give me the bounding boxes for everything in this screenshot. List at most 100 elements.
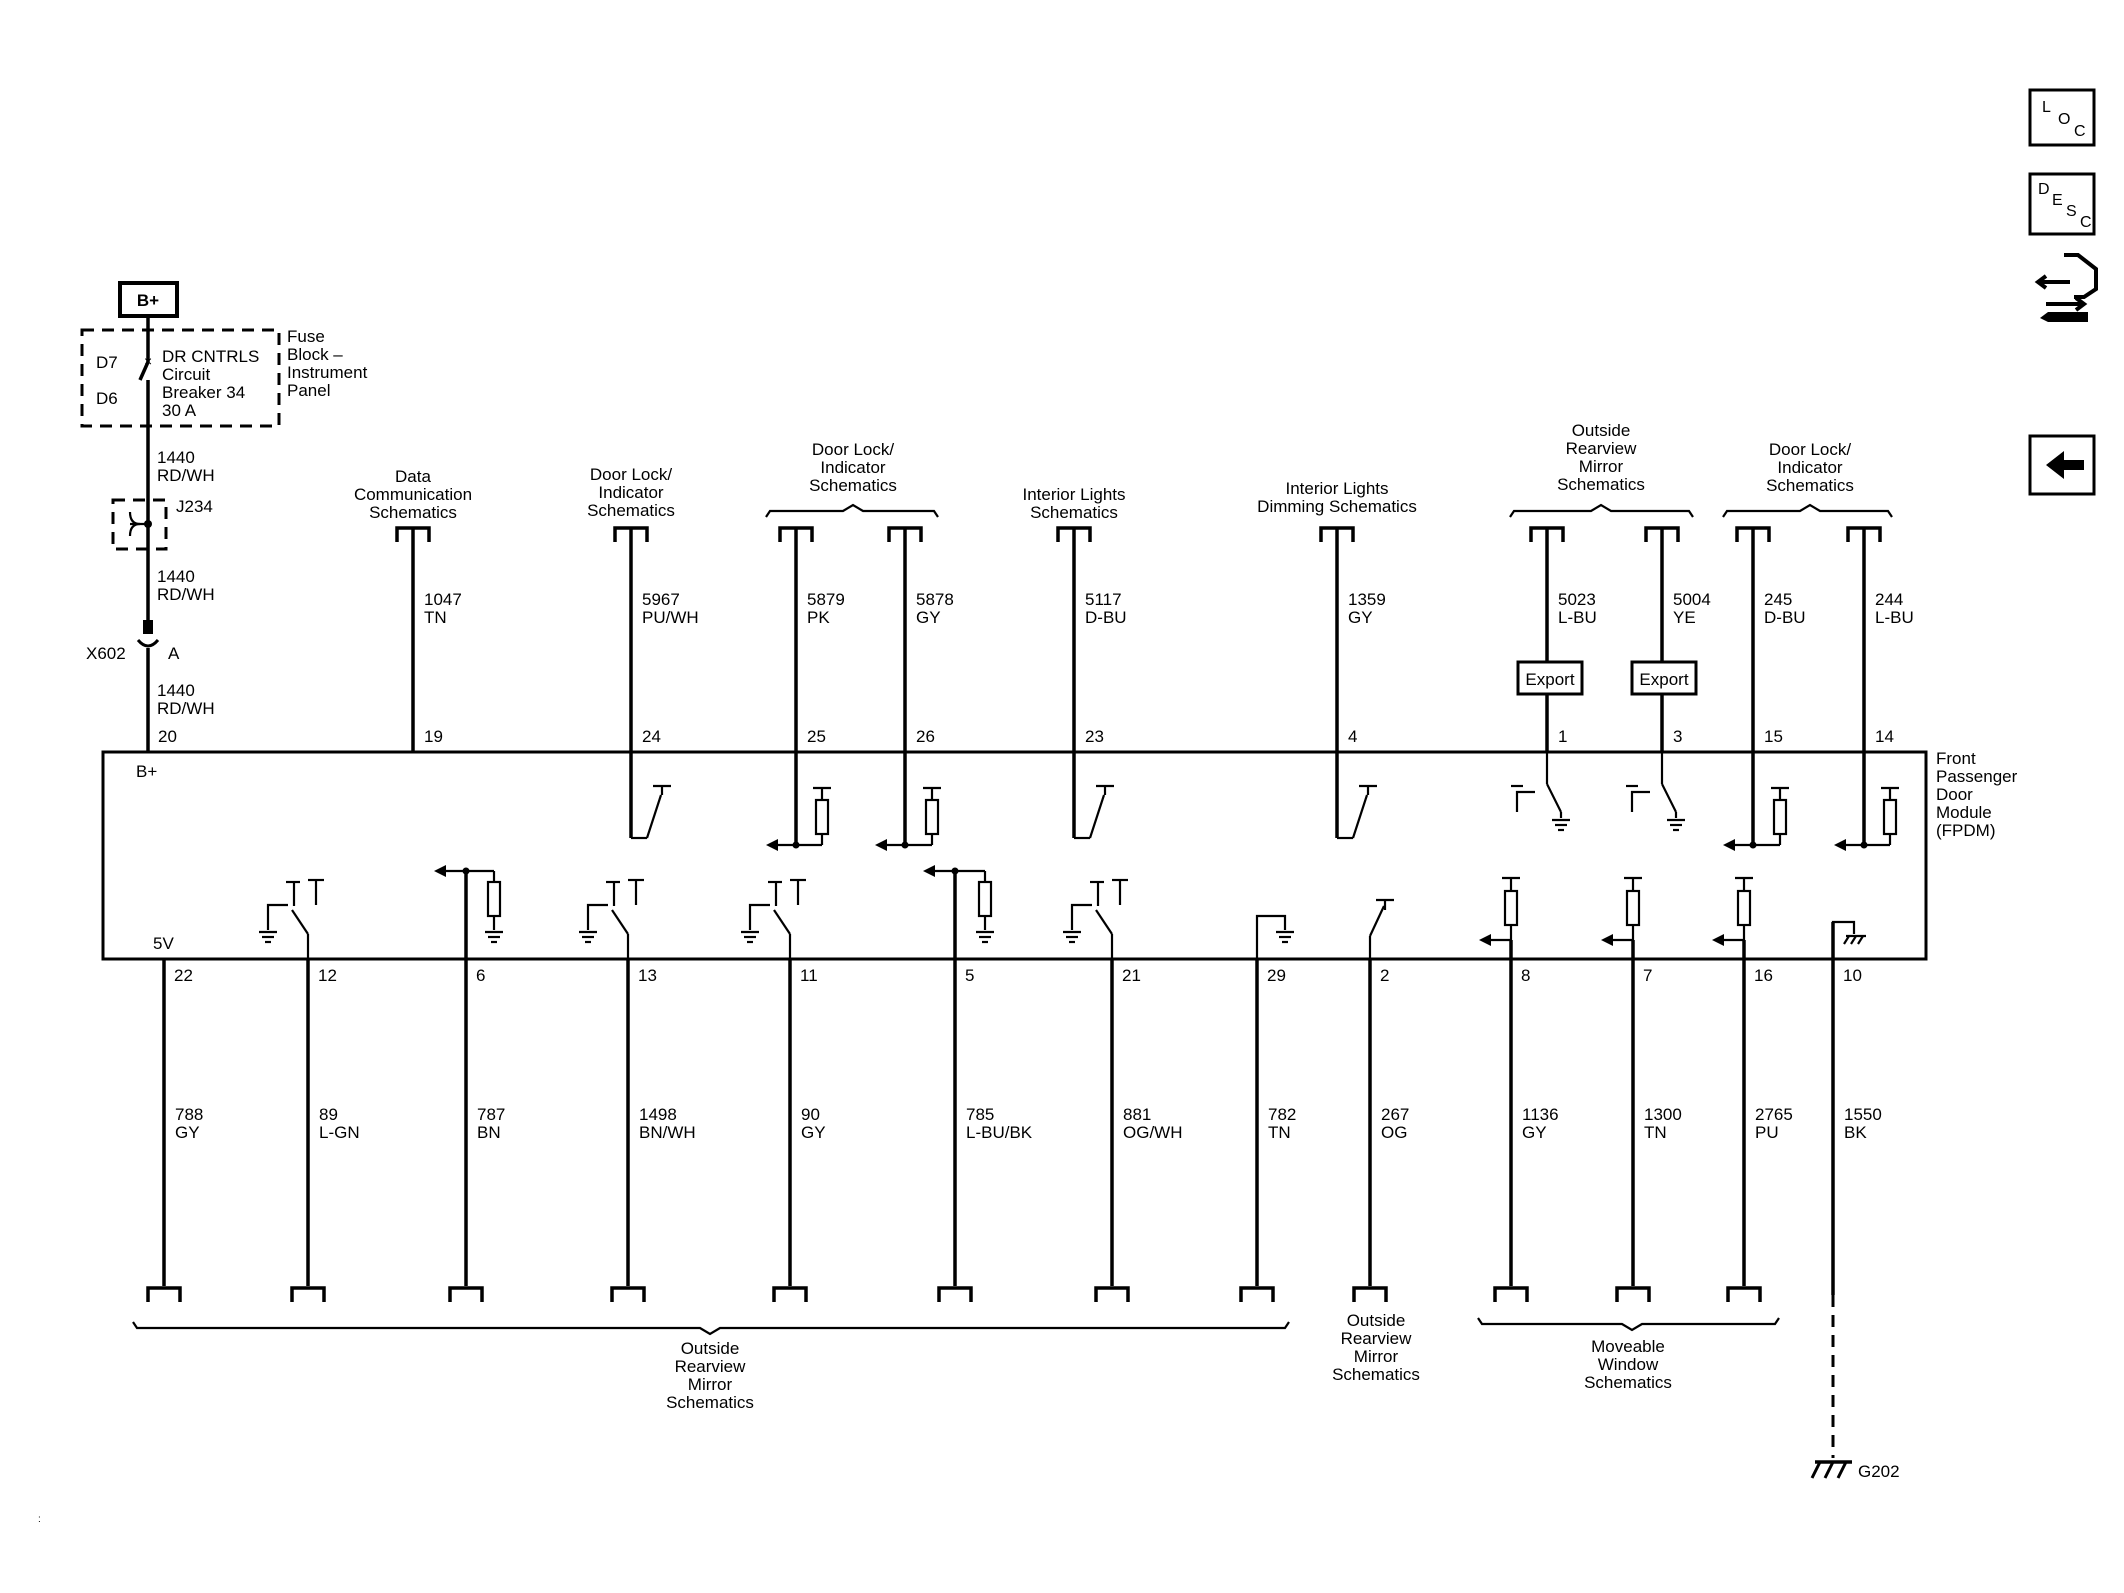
bottom-circuit-number: 788 — [175, 1105, 203, 1124]
bottom-pin-number: 5 — [965, 966, 974, 985]
module-name-3: Door — [1936, 785, 1973, 804]
svg-text:Moveable: Moveable — [1591, 1337, 1665, 1356]
top-circuit-number: 245 — [1764, 590, 1792, 609]
svg-text:Rearview: Rearview — [1341, 1329, 1413, 1348]
bottom-wire-color: GY — [801, 1123, 826, 1142]
breaker-label-3: Breaker 34 — [162, 383, 245, 402]
bottom-wire-color: BK — [1844, 1123, 1867, 1142]
top-group-interior-dimming: Interior Lights Dimming Schematics — [1257, 479, 1417, 516]
desc-button[interactable]: D E S C — [2028, 172, 2096, 236]
svg-text:Schematics: Schematics — [1332, 1365, 1420, 1384]
svg-text:Rearview: Rearview — [1566, 439, 1638, 458]
top-circuit-number: 5879 — [807, 590, 845, 609]
bottom-pin-number: 10 — [1843, 966, 1862, 985]
bottom-wire-color: L-BU/BK — [966, 1123, 1033, 1142]
top-group-interior-lights: Interior Lights Schematics — [1023, 485, 1126, 522]
export-box-label: Export — [1639, 670, 1688, 689]
bottom-group-outside-mirror: Outside Rearview Mirror Schematics — [666, 1339, 754, 1412]
power-source-label: B+ — [137, 291, 159, 310]
top-group-door-lock-3: Door Lock/ Indicator Schematics — [1722, 440, 1893, 518]
bottom-circuit-number: 782 — [1268, 1105, 1296, 1124]
supply-circuit-3: 1440 — [157, 681, 195, 700]
svg-text:Schematics: Schematics — [369, 503, 457, 522]
svg-text:D: D — [2038, 181, 2050, 198]
svg-text:Rearview: Rearview — [675, 1357, 747, 1376]
bottom-wire-color: OG — [1381, 1123, 1407, 1142]
svg-text:Door Lock/: Door Lock/ — [1769, 440, 1851, 459]
top-pin-20: 20 — [158, 727, 177, 746]
fuse-pin-bottom: D6 — [96, 389, 118, 408]
connector-label: X602 — [86, 644, 126, 663]
fuse-block-outline — [80, 328, 281, 428]
bottom-wires: 22788GY1289L-GN6787BN131498BN/WH1190GY57… — [146, 922, 1882, 1302]
top-wire-color: GY — [916, 608, 941, 627]
top-wire-color: YE — [1673, 608, 1696, 627]
bottom-wire-color: PU — [1755, 1123, 1779, 1142]
bottom-pin-number: 2 — [1380, 966, 1389, 985]
breaker-label-1: DR CNTRLS — [162, 347, 259, 366]
svg-text:Data: Data — [395, 467, 431, 486]
top-circuit-number: 5117 — [1085, 590, 1122, 609]
bottom-circuit-number: 787 — [477, 1105, 505, 1124]
bottom-pin-number: 11 — [800, 966, 818, 985]
bottom-pin-number: 16 — [1754, 966, 1773, 985]
supply-color-1: RD/WH — [157, 466, 215, 485]
ground-label: G202 — [1858, 1462, 1900, 1481]
bottom-circuit-number: 89 — [319, 1105, 338, 1124]
bottom-group-moveable-window: Moveable Window Schematics — [1584, 1337, 1672, 1392]
top-group-outside-mirror: Outside Rearview Mirror Schematics — [1509, 421, 1694, 518]
top-wire-color: TN — [424, 608, 447, 627]
fuse-block-label-3: Instrument — [287, 363, 368, 382]
svg-text:Outside: Outside — [1572, 421, 1631, 440]
bottom-circuit-number: 2765 — [1755, 1105, 1793, 1124]
fuse-block-label-1: Fuse — [287, 327, 325, 346]
bottom-circuit-number: 1136 — [1522, 1105, 1559, 1124]
svg-text:C: C — [2080, 214, 2092, 231]
connector-tool-icon[interactable] — [2034, 253, 2098, 322]
fuse-block-label-2: Block – — [287, 345, 343, 364]
bottom-pin-number: 12 — [318, 966, 337, 985]
svg-text:Schematics: Schematics — [809, 476, 897, 495]
top-wire-color: L-BU — [1875, 608, 1914, 627]
svg-text:Mirror: Mirror — [688, 1375, 733, 1394]
svg-text:Indicator: Indicator — [820, 458, 886, 477]
top-pin-number: 14 — [1875, 727, 1894, 746]
bottom-pin-number: 29 — [1267, 966, 1286, 985]
bottom-circuit-number: 1498 — [639, 1105, 677, 1124]
bottom-wire-color: TN — [1644, 1123, 1667, 1142]
module-name-1: Front — [1936, 749, 1976, 768]
svg-text:S: S — [2066, 203, 2077, 220]
svg-text:Interior Lights: Interior Lights — [1286, 479, 1389, 498]
loc-button[interactable]: L O C — [2028, 88, 2096, 147]
top-circuit-number: 5004 — [1673, 590, 1711, 609]
back-arrow-button[interactable] — [2028, 434, 2096, 496]
top-wire-color: D-BU — [1764, 608, 1806, 627]
bottom-circuit-number: 267 — [1381, 1105, 1409, 1124]
module-name-4: Module — [1936, 803, 1992, 822]
svg-text:E: E — [2052, 192, 2063, 209]
svg-text:Mirror: Mirror — [1354, 1347, 1399, 1366]
connector-x602 — [136, 620, 160, 648]
top-wire-color: D-BU — [1085, 608, 1127, 627]
top-circuit-number: 5967 — [642, 590, 680, 609]
top-pin-number: 25 — [807, 727, 826, 746]
svg-text:Mirror: Mirror — [1579, 457, 1624, 476]
svg-text:Schematics: Schematics — [666, 1393, 754, 1412]
bottom-circuit-number: 881 — [1123, 1105, 1151, 1124]
bottom-pin-number: 13 — [638, 966, 657, 985]
export-box-label: Export — [1525, 670, 1574, 689]
top-circuit-number: 1359 — [1348, 590, 1386, 609]
fuse-pin-top: D7 — [96, 353, 118, 372]
top-wire-color: L-BU — [1558, 608, 1597, 627]
svg-text:Outside: Outside — [681, 1339, 740, 1358]
bottom-wire-color: L-GN — [319, 1123, 360, 1142]
supply-circuit-1: 1440 — [157, 448, 195, 467]
